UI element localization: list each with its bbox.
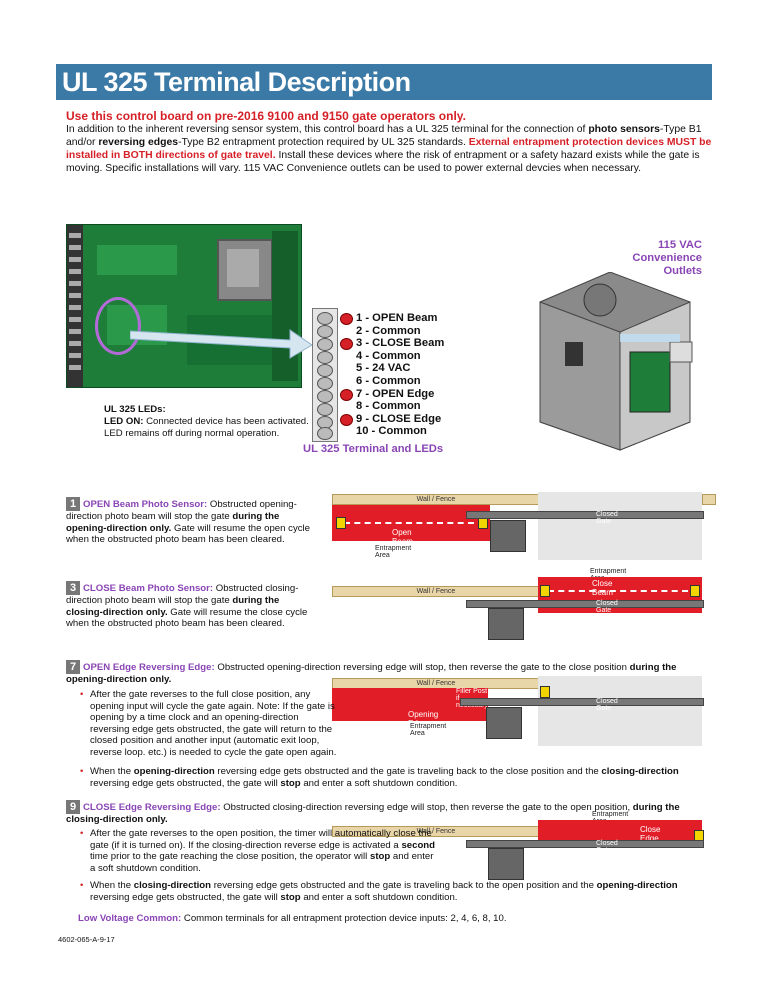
open-edge-bullet-2: When the opening-direction reversing edg…: [78, 766, 718, 789]
close-edge-bullet-1: After the gate reverses to the open posi…: [78, 828, 438, 874]
photo-sensor-icon: [690, 585, 700, 597]
control-board-illustration: [66, 224, 302, 388]
photo-sensor-icon: [540, 585, 550, 597]
ul325-leds-note: UL 325 LEDs: LED ON: Connected device ha…: [104, 404, 309, 439]
callout-arrow: [130, 329, 313, 359]
terminal-5: 5 - 24 VAC: [356, 362, 411, 375]
wall-fence: Wall / Fence: [332, 494, 540, 505]
terminal-3: 3 - CLOSE Beam: [340, 337, 444, 351]
subtitle: Use this control board on pre-2016 9100 …: [66, 109, 466, 123]
photo-sensor-icon: [336, 517, 346, 529]
led-icon: [340, 338, 353, 351]
terminal-labels: 1 - OPEN Beam 2 - Common 3 - CLOSE Beam …: [340, 312, 444, 438]
gate-operator-icon: [488, 608, 524, 640]
terminal-1: 1 - OPEN Beam: [340, 312, 444, 325]
edge-sensor-icon: [540, 686, 550, 698]
ul325-terminal-block: [312, 308, 338, 442]
outlets-caption: 115 VAC Convenience Outlets: [632, 239, 702, 277]
ul325-highlight-circle: [95, 297, 141, 355]
led-icon: [340, 413, 353, 426]
terminal-4: 4 - Common: [356, 349, 421, 362]
open-edge-bullet-1: After the gate reverses to the full clos…: [78, 689, 340, 759]
led-icon: [340, 313, 353, 325]
page-title: UL 325 Terminal Description: [56, 64, 712, 100]
gate-operator-icon: [490, 520, 526, 552]
low-voltage-common: Low Voltage Common: Common terminals for…: [78, 913, 507, 924]
terminal-2: 2 - Common: [356, 324, 421, 337]
terminal-8: 8 - Common: [356, 400, 421, 413]
gate-operator-illustration: [539, 272, 693, 451]
close-edge-bullet-2: When the closing-direction reversing edg…: [78, 880, 718, 903]
intro-paragraph: In addition to the inherent reversing se…: [66, 124, 712, 174]
closed-zone: [538, 492, 702, 560]
led-icon: [340, 388, 353, 401]
transformer-icon: [217, 239, 273, 301]
terminal-10: 10 - Common: [356, 425, 427, 438]
document-code: 4602-065-A-9-17: [58, 935, 115, 944]
gate-bar: [466, 511, 704, 519]
terminal-caption: UL 325 Terminal and LEDs: [303, 443, 444, 455]
terminal-7: 7 - OPEN Edge: [340, 388, 444, 401]
terminal-6: 6 - Common: [356, 374, 421, 387]
terminal-9: 9 - CLOSE Edge: [340, 413, 444, 426]
